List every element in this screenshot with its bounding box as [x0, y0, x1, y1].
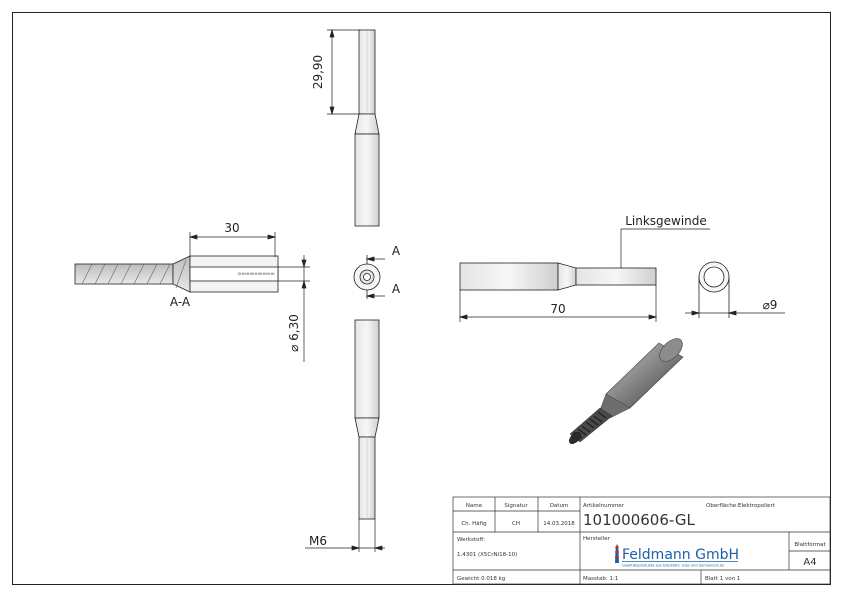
weight: Gewicht 0.018 kg: [457, 576, 505, 582]
section-length-dimension: [188, 232, 277, 257]
title-block: [452, 496, 831, 585]
surface-label: Oberfläche:: [706, 503, 738, 509]
format-value: A4: [803, 557, 816, 568]
inner-diameter-dimension: [278, 255, 310, 362]
feldmann-logo: Feldmann GmbH Qualitätsprodukte aus Edel…: [615, 544, 739, 568]
manufacturer-label: Hersteller: [583, 536, 611, 542]
outer-diameter-label: ⌀9: [763, 298, 778, 312]
logo-text: Feldmann GmbH: [622, 547, 739, 563]
section-view: [74, 255, 279, 293]
logo-tagline: Qualitätsprodukte aus Edelstahl, Glas un…: [622, 564, 724, 568]
article-number-label: Artikelnummer: [583, 503, 625, 509]
section-marker-top: A: [392, 244, 401, 258]
article-number: 101000606-GL: [583, 511, 695, 529]
bottom-view: [354, 319, 380, 520]
section-label: A-A: [170, 295, 191, 309]
section-markers: [365, 255, 385, 299]
top-view: [354, 29, 380, 227]
thread-note-leader: [620, 228, 710, 268]
format-label: Blattformat: [794, 542, 826, 548]
drawn-by-date: 14.03.2018: [543, 521, 575, 527]
header-name: Name: [466, 503, 483, 509]
drawn-by-signature: CH: [512, 521, 520, 527]
section-marker-bottom: A: [392, 282, 401, 296]
lighthouse-icon: [615, 544, 619, 563]
thread-note: Linksgewinde: [625, 214, 707, 228]
surface-value: Elektropoliert: [738, 503, 776, 509]
tiny-thread-text: GHHHHHHHHHHHHH: [238, 272, 275, 276]
overall-length-label: 70: [550, 302, 565, 316]
top-length-dimension: [327, 28, 360, 116]
end-view-right: [685, 261, 785, 318]
inner-diameter-label: ⌀ 6,30: [287, 314, 301, 352]
sheet-number: Blatt 1 von 1: [705, 576, 740, 582]
thread-dimension: [305, 519, 385, 552]
sheet-frame: [12, 12, 831, 585]
end-view: [353, 263, 381, 291]
drawn-by-name: Ch. Häfig: [461, 521, 486, 527]
top-length-label: 29,90: [311, 55, 325, 89]
thread-label: M6: [309, 534, 327, 548]
section-length-label: 30: [224, 221, 239, 235]
header-date: Datum: [550, 503, 569, 509]
side-view: [459, 262, 657, 291]
material-value: 1.4301 (X5CrNi18-10): [457, 552, 517, 558]
scale: Masstab: 1:1: [583, 576, 618, 582]
overall-length-dimension: [458, 285, 658, 322]
material-label: Werkstoff:: [457, 537, 485, 543]
header-signature: Signatur: [504, 503, 528, 509]
isometric-view: [569, 338, 684, 444]
